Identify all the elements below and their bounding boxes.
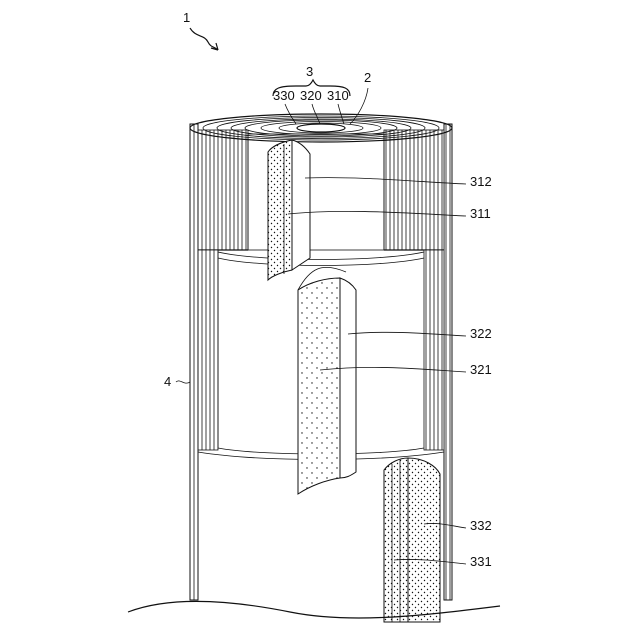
- label-332: 332: [470, 518, 492, 533]
- label-331: 331: [470, 554, 492, 569]
- label-4: 4: [164, 374, 171, 389]
- label-320: 320: [300, 88, 322, 103]
- label-311: 311: [470, 206, 491, 221]
- figure-number-label: 1: [183, 10, 190, 25]
- label-321: 321: [470, 362, 492, 377]
- figure-arrow: [190, 28, 218, 50]
- label-312: 312: [470, 174, 492, 189]
- upper-wound-layers: [198, 130, 444, 250]
- leader-4: [176, 381, 190, 383]
- label-322: 322: [470, 326, 492, 341]
- bottom-break-line: [128, 601, 500, 618]
- label-310: 310: [327, 88, 349, 103]
- top-rolled-rings: [190, 114, 452, 142]
- strip-321-322: [298, 267, 356, 494]
- strip-331-332: [384, 458, 440, 622]
- label-2: 2: [364, 70, 371, 85]
- strip-311-312: [268, 140, 310, 280]
- label-330: 330: [273, 88, 295, 103]
- group-label-3: 3: [306, 64, 313, 79]
